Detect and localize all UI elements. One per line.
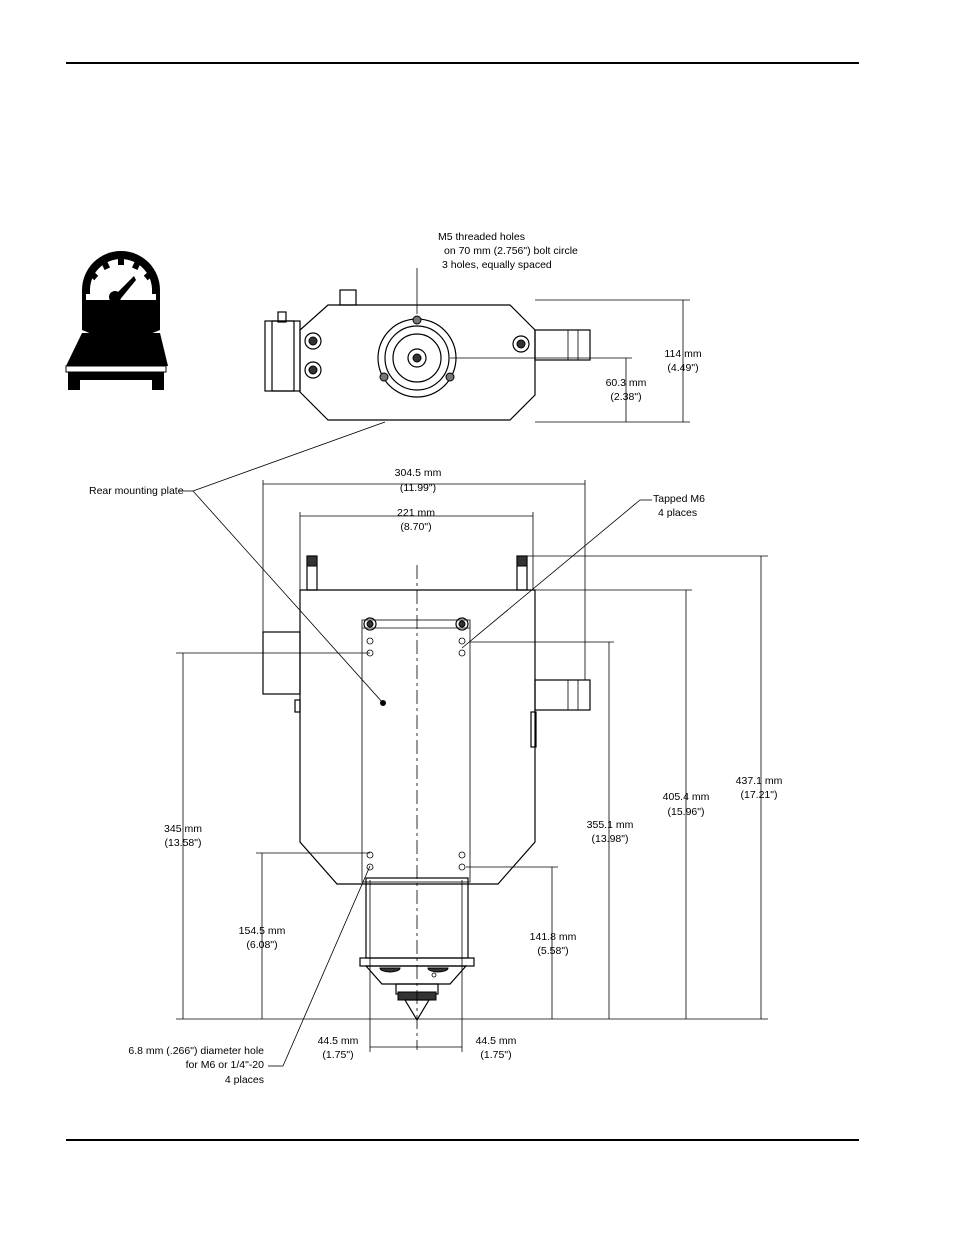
top-view (264, 268, 690, 423)
dim-345-in: (13.58") (165, 837, 202, 849)
front-view (176, 421, 768, 1067)
dim-345-mm: 345 mm (164, 823, 202, 835)
bottom-rule (66, 1139, 859, 1141)
dim-114-in: (4.49") (667, 362, 698, 374)
hole-note-line1: 6.8 mm (.266") diameter hole (128, 1045, 264, 1057)
dim-405-4-mm: 405.4 mm (663, 791, 710, 803)
hole-note-line2: for M6 or 1/4"-20 (186, 1059, 265, 1071)
dim-141-8-in: (5.58") (537, 945, 568, 957)
dim-304-5-in: (11.99") (400, 482, 436, 494)
dim-154-5-in: (6.08") (246, 939, 277, 951)
dim-221-in: (8.70") (400, 521, 431, 533)
rear-plate-label: Rear mounting plate (89, 485, 184, 497)
dim-304-5-mm: 304.5 mm (395, 467, 442, 479)
m5-note-line2: on 70 mm (2.756") bolt circle (444, 245, 578, 257)
dim-221-mm: 221 mm (397, 507, 435, 519)
dim-60-3-in: (2.38") (610, 391, 641, 403)
tapped-note-line2: 4 places (658, 507, 697, 519)
dim-355-1-in: (13.98") (592, 833, 629, 845)
dim-405-4-in: (15.96") (668, 806, 705, 818)
weight-scale-icon (65, 251, 168, 390)
dim-437-1-in: (17.21") (741, 789, 778, 801)
hole-note-line3: 4 places (225, 1074, 264, 1086)
top-rule (66, 62, 859, 64)
dim-44-5-right-in: (1.75") (480, 1049, 511, 1061)
dim-141-8-mm: 141.8 mm (530, 931, 577, 943)
dim-355-1-mm: 355.1 mm (587, 819, 634, 831)
dim-44-5-left-in: (1.75") (322, 1049, 353, 1061)
dim-60-3-mm: 60.3 mm (606, 377, 647, 389)
dim-44-5-left-mm: 44.5 mm (318, 1035, 359, 1047)
dim-44-5-right-mm: 44.5 mm (476, 1035, 517, 1047)
dim-154-5-mm: 154.5 mm (239, 925, 286, 937)
m5-note-line3: 3 holes, equally spaced (442, 259, 552, 271)
m5-note-line1: M5 threaded holes (438, 231, 525, 243)
dim-114-mm: 114 mm (664, 348, 701, 360)
tapped-note-line1: Tapped M6 (653, 493, 705, 505)
labels: M5 threaded holes on 70 mm (2.756") bolt… (89, 231, 783, 1086)
dim-437-1-mm: 437.1 mm (736, 775, 783, 787)
